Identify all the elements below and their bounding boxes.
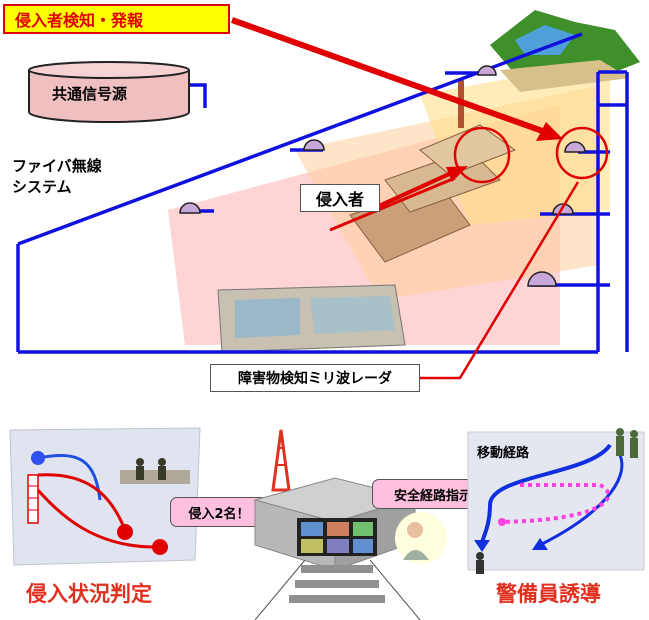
intrusion-count-text: 侵入2名！ bbox=[188, 506, 250, 522]
guard-guidance-panel bbox=[467, 428, 645, 574]
operator-desks bbox=[289, 565, 385, 603]
intruder-track-blue bbox=[37, 453, 102, 501]
intruder-figures bbox=[136, 458, 166, 480]
intruder-track-red-1 bbox=[37, 473, 127, 531]
guard-route-magenta bbox=[499, 483, 611, 524]
intruder-alert-label: 侵入者検知・発報 bbox=[15, 11, 144, 30]
plant-buildings bbox=[217, 80, 517, 353]
intrusion-status-panel bbox=[9, 427, 201, 566]
fence-marker bbox=[27, 474, 39, 524]
intrusion-count-callout: 侵入2名！ bbox=[170, 497, 268, 527]
guard-figures bbox=[476, 428, 638, 574]
intruder-label: 侵入者 bbox=[315, 190, 364, 209]
guard-route-blue bbox=[479, 443, 612, 549]
control-center-illustration bbox=[253, 429, 447, 620]
intruder-alert-box: 侵入者検知・発報 bbox=[3, 4, 230, 34]
intrusion-status-title: 侵入状況判定 bbox=[26, 582, 152, 606]
fiber-wireless-label-line1: ファイバ無線 bbox=[12, 157, 102, 175]
intruder-track-red-2 bbox=[36, 489, 159, 549]
fiber-network-lines bbox=[16, 32, 629, 354]
radio-tower-icon bbox=[271, 429, 291, 492]
common-signal-source-cylinder bbox=[28, 61, 190, 123]
detection-circle-left bbox=[453, 126, 511, 184]
movement-route-label: 移動経路 bbox=[477, 446, 530, 461]
radar-label: 障害物検知ミリ波レーダ bbox=[238, 371, 392, 387]
operator-headset-figure bbox=[395, 512, 447, 564]
fiber-wireless-label-line2: システム bbox=[12, 178, 72, 196]
intruder-label-box: 侵入者 bbox=[300, 184, 380, 212]
common-signal-source-label: 共通信号源 bbox=[52, 85, 128, 103]
radar-label-box: 障害物検知ミリ波レーダ bbox=[210, 364, 420, 392]
guard-guidance-title: 警備員誘導 bbox=[496, 582, 601, 606]
alert-arrows bbox=[230, 17, 580, 380]
safe-route-text: 安全経路指示 bbox=[393, 488, 472, 504]
top-diagram bbox=[16, 10, 640, 380]
detection-circle-right bbox=[555, 126, 609, 180]
radar-sensor-icons bbox=[179, 65, 586, 287]
mountain-dam-scene bbox=[490, 10, 640, 92]
floor-map-strip bbox=[120, 470, 190, 484]
